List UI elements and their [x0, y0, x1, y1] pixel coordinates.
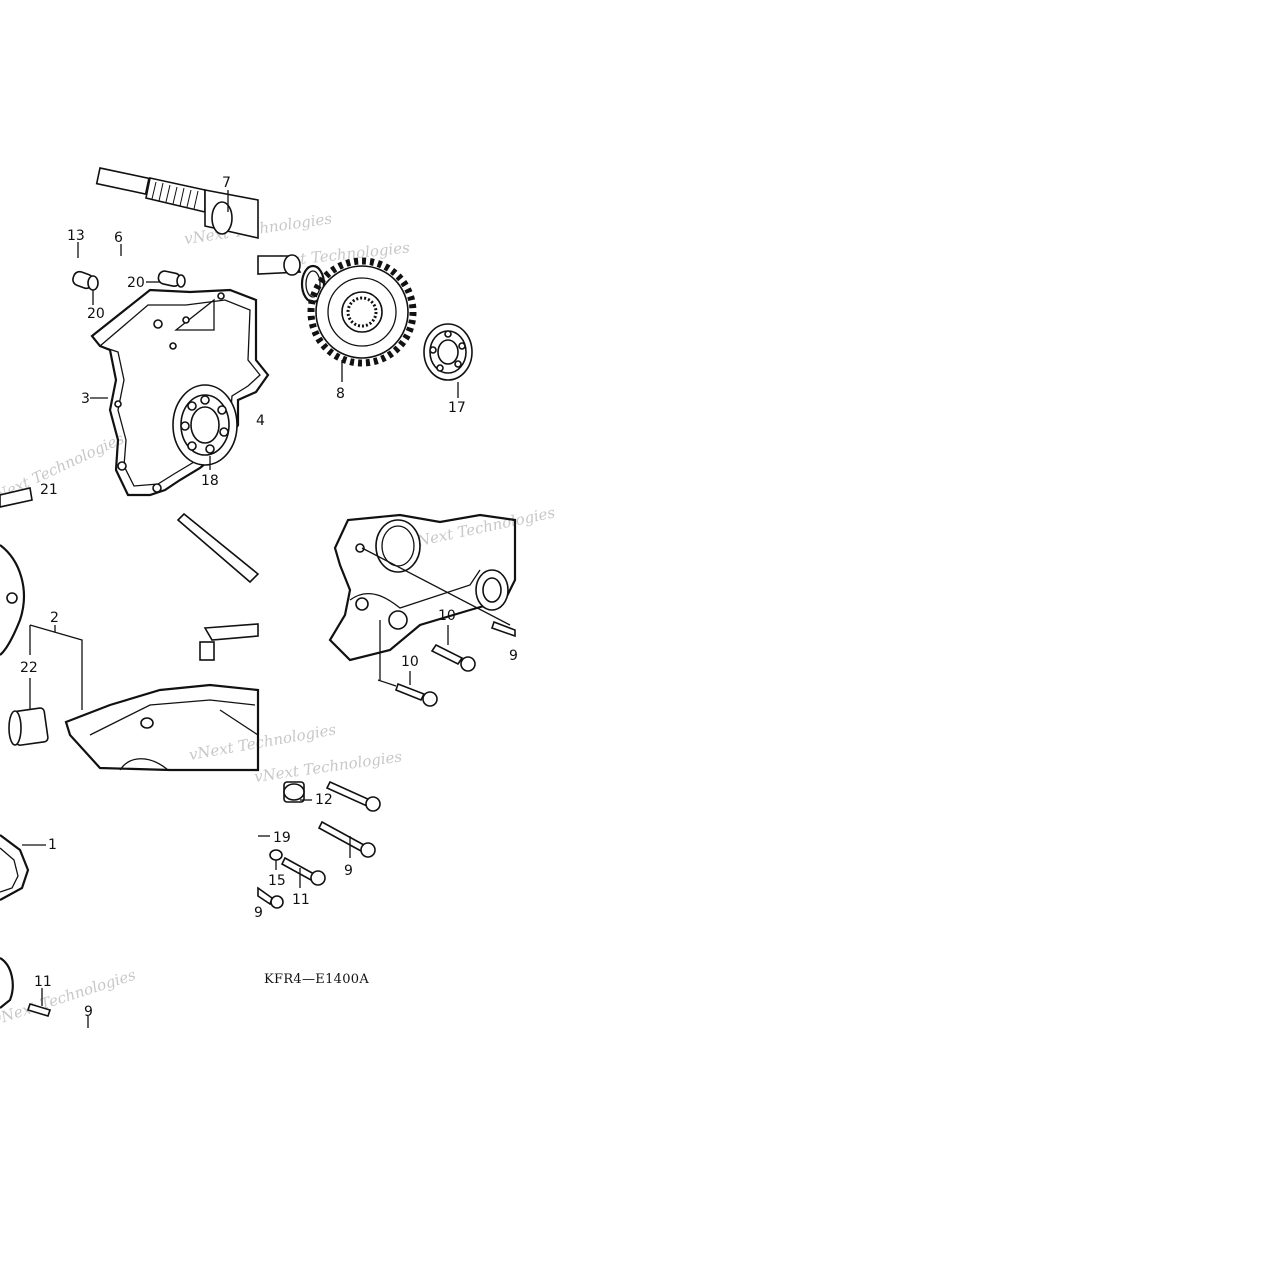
callout-9: 9	[254, 905, 263, 921]
callout-9: 9	[344, 863, 353, 879]
watermark: vNext Technologies	[0, 966, 138, 1029]
spacer-collar	[257, 254, 302, 276]
callout-20: 20	[87, 306, 105, 322]
callout-11: 11	[34, 974, 52, 990]
case-edge-left	[0, 544, 25, 656]
oil-rod	[176, 512, 260, 661]
callout-10: 10	[438, 608, 456, 624]
dowel-pin	[72, 270, 99, 291]
watermark: vNext Technologies	[253, 747, 403, 786]
long-bolt	[317, 820, 376, 858]
bolt-stub	[490, 620, 516, 638]
callout-11: 11	[292, 892, 310, 908]
callout-10: 10	[401, 654, 419, 670]
callout-9: 9	[84, 1004, 93, 1020]
sealing-washer	[269, 849, 283, 861]
ball-bearing	[475, 569, 509, 611]
flange-bolt	[430, 643, 476, 672]
case-cover	[64, 683, 260, 772]
flange-bolt	[395, 682, 438, 707]
callout-8: 8	[336, 386, 345, 402]
needle-bearing	[8, 707, 49, 746]
dowel-pin	[157, 270, 186, 288]
callout-21: 21	[40, 482, 58, 498]
callout-12: 12	[315, 792, 333, 808]
callout-17: 17	[448, 400, 466, 416]
diagram-code: KFR4—E1400A	[264, 972, 369, 987]
watermark: vNext Technologies	[407, 503, 557, 552]
callout-22: 22	[20, 660, 38, 676]
countershaft-gear	[307, 257, 417, 367]
callout-4: 4	[256, 413, 265, 429]
crankcase-body	[0, 834, 30, 901]
callout-15: 15	[268, 873, 286, 889]
callout-6: 6	[114, 230, 123, 246]
callout-13: 13	[67, 228, 85, 244]
callout-3: 3	[81, 391, 90, 407]
ball-bearing	[423, 323, 473, 381]
callout-18: 18	[201, 473, 219, 489]
callout-7: 7	[222, 175, 231, 191]
callout-20: 20	[127, 275, 145, 291]
watermark: vNext Technologies	[188, 720, 338, 764]
callout-1: 1	[48, 837, 57, 853]
flange-bolt	[280, 856, 326, 886]
case-fragment	[0, 957, 52, 1017]
case-gasket	[90, 288, 270, 497]
callout-19: 19	[273, 830, 291, 846]
drain-bolt	[283, 781, 305, 803]
callout-2: 2	[50, 610, 59, 626]
flange-bolt	[257, 886, 284, 909]
long-bolt	[325, 780, 381, 812]
callout-labels: 7 13 6 20 20 3 8 17 18 21 4 2 22 10 10 9…	[20, 175, 518, 1020]
countershaft	[95, 167, 259, 240]
callout-9: 9	[509, 648, 518, 664]
case-half-right	[328, 513, 517, 662]
ball-bearing	[172, 384, 238, 466]
